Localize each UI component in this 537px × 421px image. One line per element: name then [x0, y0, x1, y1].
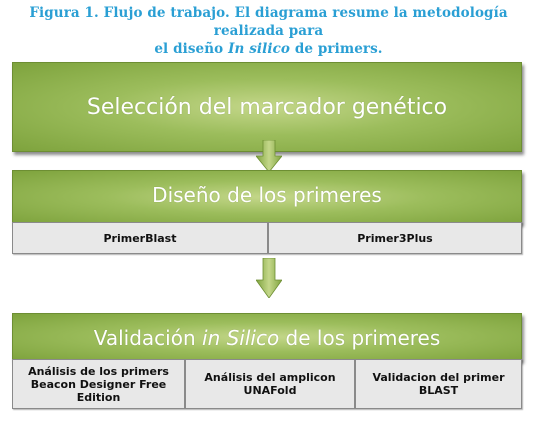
tool-beacon-line-1: Análisis de los primers [28, 364, 169, 378]
tool-primer3plus-label: Primer3Plus [357, 231, 433, 245]
tool-beacon-line-3: Edition [76, 390, 121, 404]
down-arrow-icon [256, 258, 282, 298]
tool-unafold: Análisis del amplicon UNAFold [185, 359, 355, 409]
tool-beacon-designer: Análisis de los primers Beacon Designer … [12, 359, 185, 409]
tool-beacon-line-2: Beacon Designer Free [30, 377, 167, 391]
down-arrow-icon [256, 140, 282, 172]
caption-line-2-pre: el diseño [154, 41, 229, 57]
caption-line-2-post: de primers. [290, 41, 383, 57]
step-3-pre: Validación [93, 326, 203, 350]
step-box-primer-design: Diseño de los primeres [12, 170, 522, 224]
tool-primerblast-label: PrimerBlast [103, 231, 177, 245]
tool-unafold-line-2: UNAFold [243, 384, 297, 397]
step-3-em: in Silico [202, 326, 280, 350]
tool-blast-line-2: BLAST [418, 384, 459, 397]
step-box-marker-selection: Selección del marcador genético [12, 62, 522, 152]
step-3-label: Validación in Silico de los primeres [94, 326, 441, 350]
figure-caption: Figura 1. Flujo de trabajo. El diagrama … [0, 4, 537, 58]
tool-blast-line-1: Validacion del primer [372, 371, 505, 384]
step-3-post: de los primeres [279, 326, 441, 350]
caption-line-1: Figura 1. Flujo de trabajo. El diagrama … [29, 5, 508, 39]
caption-line-2: el diseño In silico de primers. [0, 40, 537, 58]
step-2-label: Diseño de los primeres [152, 183, 382, 207]
tool-unafold-line-1: Análisis del amplicon [204, 371, 336, 384]
tool-blast: Validacion del primer BLAST [355, 359, 522, 409]
step-1-label: Selección del marcador genético [86, 94, 448, 120]
caption-line-2-em: In silico [228, 41, 291, 57]
tool-primerblast: PrimerBlast [12, 222, 268, 254]
tool-primer3plus: Primer3Plus [268, 222, 522, 254]
step-box-in-silico-validation: Validación in Silico de los primeres [12, 313, 522, 361]
